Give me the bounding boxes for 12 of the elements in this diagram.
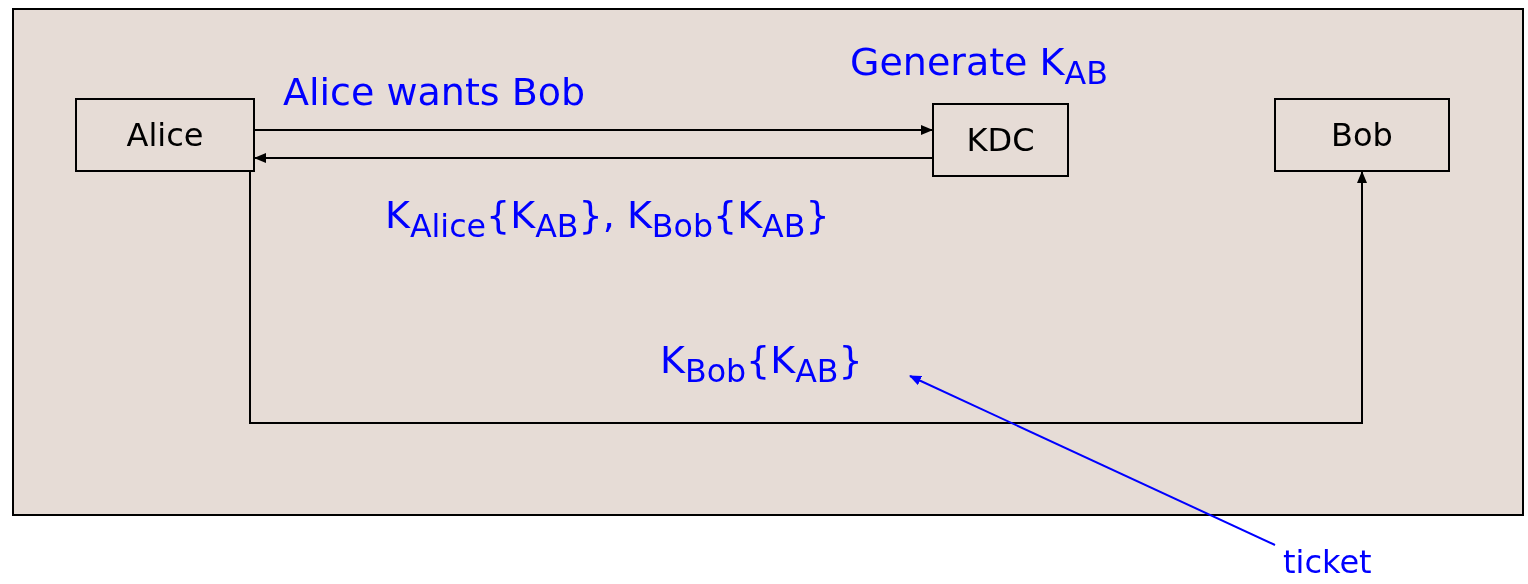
edge-label: K$_{Bob}${K$_{AB}$} <box>660 340 863 389</box>
participant-box: Bob <box>1274 98 1450 172</box>
leader-line <box>909 375 1276 546</box>
edge-label: K$_{Alice}${K$_{AB}$}, K$_{Bob}${K$_{AB}$} <box>385 195 830 244</box>
arrow <box>249 171 1367 424</box>
annotation-text: Generate K$_{AB}$ <box>850 42 1108 91</box>
arrow <box>254 125 933 135</box>
callout-text: ticket <box>1283 545 1372 581</box>
participant-box: Alice <box>75 98 255 172</box>
arrow <box>254 153 933 163</box>
edge-label: Alice wants Bob <box>283 72 586 114</box>
participant-box: KDC <box>932 103 1069 177</box>
